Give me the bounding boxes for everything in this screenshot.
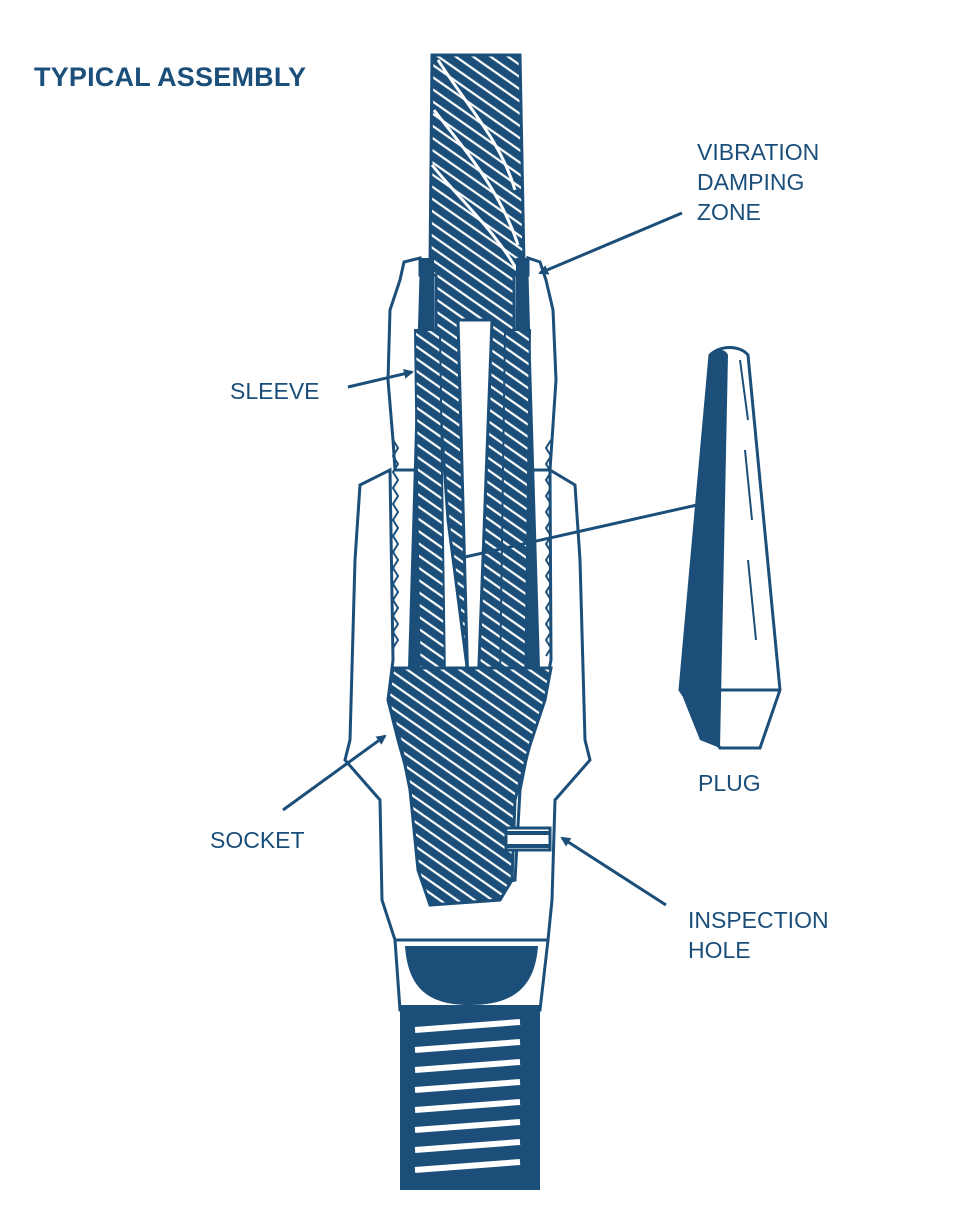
arrow-sleeve	[347, 368, 414, 389]
leader-plug	[464, 503, 698, 559]
threaded-stud	[393, 938, 550, 1190]
plug	[678, 346, 782, 750]
stud-threads	[414, 1019, 521, 1173]
label-inspection-hole: INSPECTION HOLE	[688, 907, 829, 963]
label-plug: PLUG	[698, 770, 761, 796]
splayed-strands	[413, 318, 532, 703]
arrow-inspection-hole	[560, 836, 667, 907]
arrow-vibration-damping-zone	[538, 211, 683, 275]
diagram-title: TYPICAL ASSEMBLY	[34, 62, 307, 92]
label-vibration-damping-zone: VIBRATION DAMPING ZONE	[697, 139, 820, 225]
leader-lines	[282, 211, 698, 907]
socket	[343, 467, 592, 942]
label-socket: SOCKET	[210, 827, 305, 853]
arrow-socket	[282, 734, 387, 812]
label-sleeve: SLEEVE	[230, 378, 320, 404]
